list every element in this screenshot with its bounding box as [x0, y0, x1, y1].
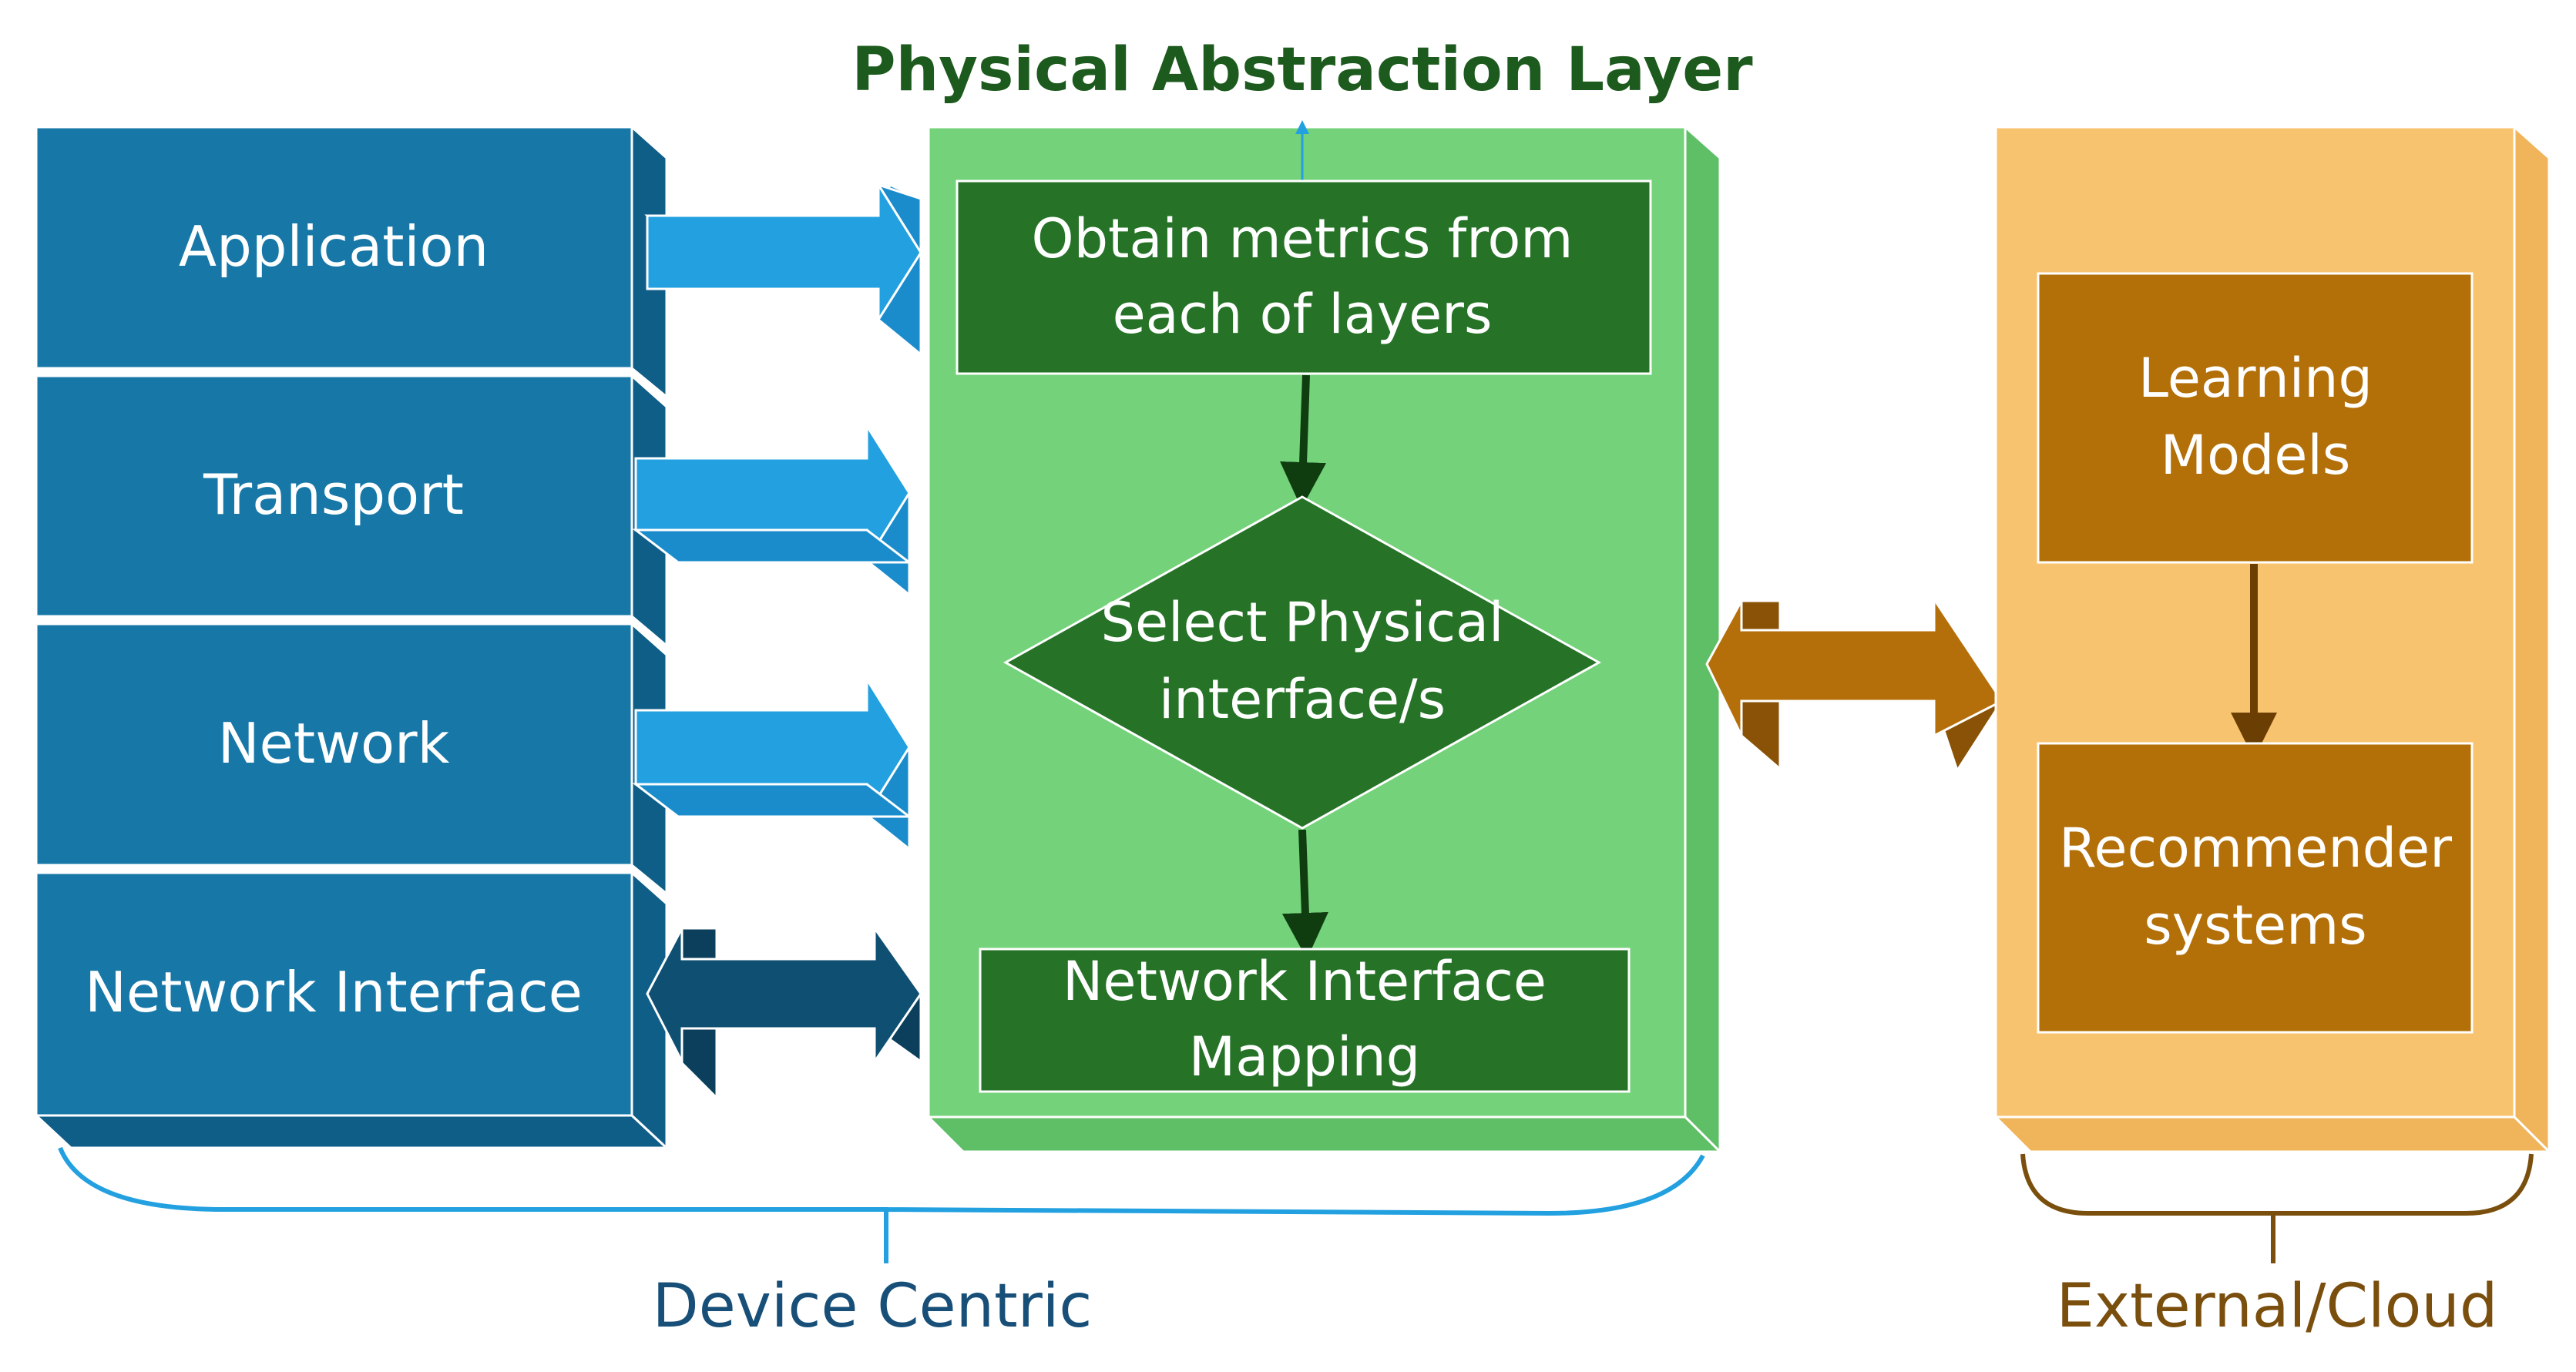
- stack-layer-network: Network: [35, 621, 668, 897]
- step-label: Select Physical: [1101, 591, 1504, 654]
- stack-layer-transport: Transport: [35, 373, 668, 649]
- external-cloud-label: External/Cloud: [2057, 1272, 2498, 1341]
- arrow-application-to-pal: [644, 180, 923, 357]
- diagram-title: Physical Abstraction Layer: [851, 35, 1753, 105]
- stack-layer-label: Network: [218, 711, 450, 776]
- step-label: Obtain metrics from: [1032, 207, 1573, 270]
- device-centric-brace: Device Centric: [58, 1146, 1705, 1341]
- step-label: Mapping: [1189, 1025, 1420, 1089]
- learning-models-box: Learning Models: [2037, 272, 2474, 564]
- box-label: Recommender: [2059, 817, 2452, 880]
- box-label: Learning: [2138, 347, 2373, 410]
- flow-arrow-select-to-mapping: [1281, 829, 1328, 959]
- stack-layer-label: Network Interface: [85, 960, 583, 1025]
- external-cloud-panel: Learning Models Recommender systems: [1993, 124, 2552, 1155]
- arrow-network-to-pal: [632, 675, 913, 852]
- arrow-transport-to-pal: [632, 421, 913, 598]
- stack-layer-label: Transport: [203, 462, 464, 527]
- physical-abstraction-layer: Obtain metrics from each of layers Selec…: [925, 120, 1723, 1155]
- stack-layer-label: Application: [179, 214, 489, 279]
- step-label: each of layers: [1113, 283, 1493, 346]
- step-label: interface/s: [1159, 668, 1446, 731]
- step-obtain-metrics: Obtain metrics from each of layers: [956, 179, 1652, 375]
- arrow-network-interface-bidirectional: [646, 924, 922, 1101]
- box-label: Models: [2161, 424, 2351, 487]
- arrow-pal-cloud-bidirectional: [1705, 595, 2004, 773]
- stack-layer-application: Application: [35, 124, 668, 400]
- step-select-interface: Select Physical interface/s: [1003, 495, 1602, 830]
- device-centric-label: Device Centric: [653, 1272, 1093, 1341]
- protocol-stack: Application Transport Network Network In…: [33, 124, 670, 1151]
- flow-arrow-obtain-to-select: [1280, 374, 1327, 508]
- box-label: systems: [2144, 894, 2367, 957]
- step-interface-mapping: Network Interface Mapping: [979, 948, 1631, 1093]
- step-label: Network Interface: [1063, 950, 1547, 1013]
- stack-layer-network-interface: Network Interface: [33, 870, 670, 1151]
- recommender-systems-box: Recommender systems: [2037, 742, 2474, 1034]
- external-cloud-brace: External/Cloud: [2020, 1153, 2534, 1341]
